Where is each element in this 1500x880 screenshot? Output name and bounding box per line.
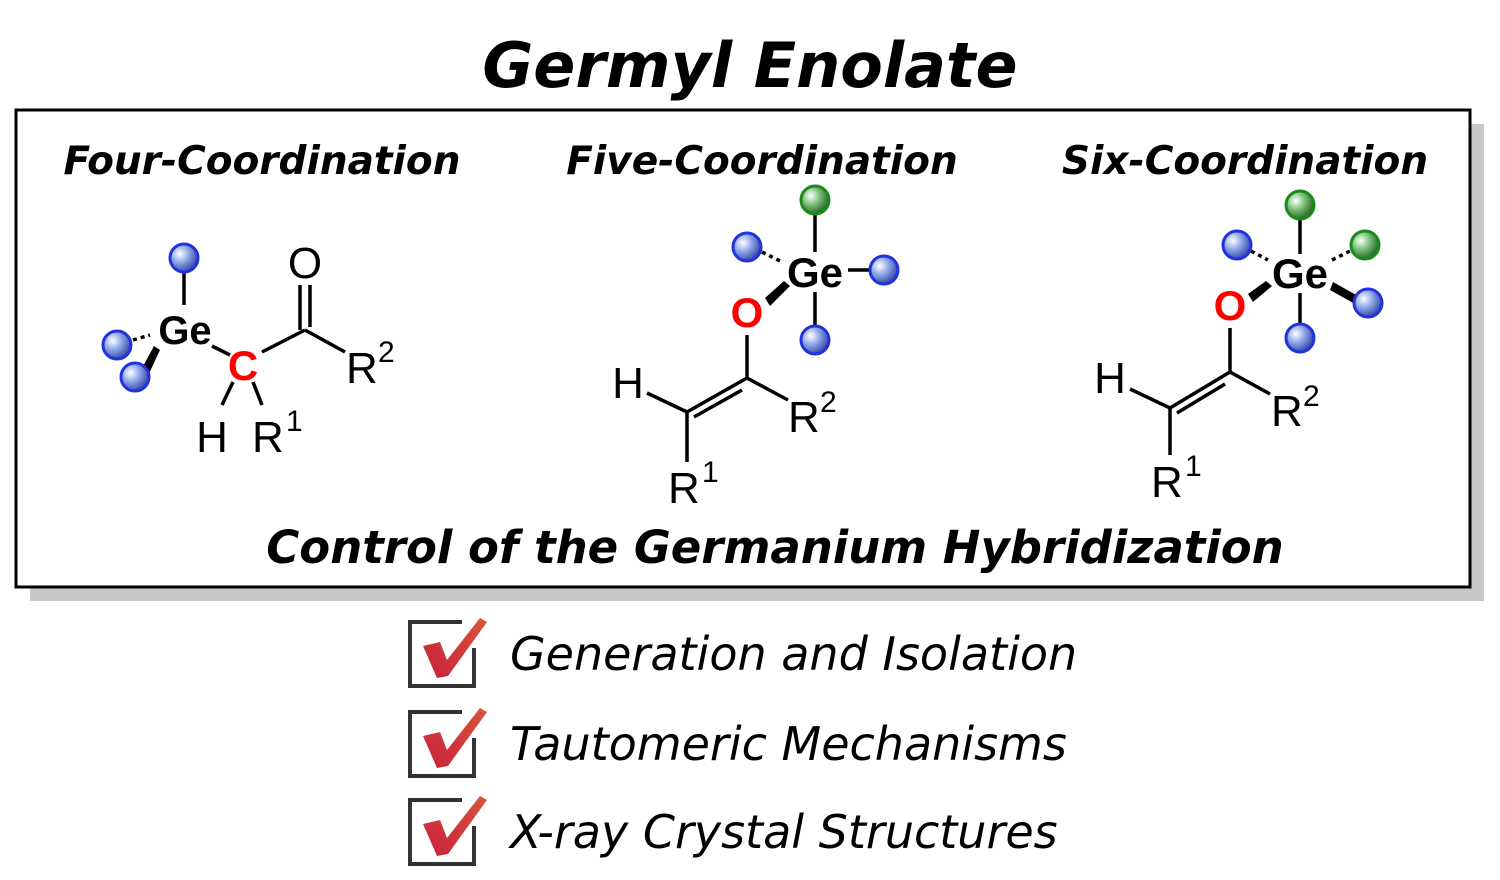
ligand-ball-icon bbox=[1284, 322, 1316, 354]
atom-ge: Ge bbox=[787, 249, 843, 296]
checkbox-icon bbox=[408, 710, 476, 778]
checklist: Generation and Isolation Tautomeric Mech… bbox=[408, 618, 1077, 866]
heading-four-coordination: Four-Coordination bbox=[64, 139, 461, 184]
atom-r1-superscript: 1 bbox=[702, 456, 719, 489]
atom-h: H bbox=[196, 413, 228, 462]
heading-six-coordination: Six-Coordination bbox=[1062, 139, 1428, 184]
checklist-label: Generation and Isolation bbox=[510, 627, 1077, 681]
atom-r1-superscript: 1 bbox=[286, 405, 303, 438]
atom-h: H bbox=[1094, 354, 1126, 403]
checklist-item: X-ray Crystal Structures bbox=[408, 796, 1058, 866]
panel-caption: Control of the Germanium Hybridization bbox=[266, 521, 1283, 574]
ligand-ball-icon bbox=[1221, 229, 1253, 261]
atom-r2: R bbox=[1271, 387, 1303, 436]
checkmark-icon bbox=[423, 708, 487, 768]
structure-six-coordination: Ge O H R 2 R 1 bbox=[1094, 189, 1384, 507]
checkmark-icon bbox=[423, 796, 487, 856]
atom-r1: R bbox=[1151, 458, 1183, 507]
atom-h: H bbox=[612, 359, 644, 408]
checklist-label: Tautomeric Mechanisms bbox=[510, 717, 1067, 771]
ligand-ball-icon bbox=[799, 324, 831, 356]
ligand-ball-icon bbox=[101, 329, 133, 361]
heading-five-coordination: Five-Coordination bbox=[566, 139, 957, 184]
ligand-ball-icon bbox=[1349, 229, 1381, 261]
atom-o-highlight: O bbox=[731, 289, 764, 336]
atom-r2: R bbox=[346, 344, 378, 393]
structure-four-coordination: Ge C O R 2 H R 1 bbox=[101, 239, 395, 462]
panel-box bbox=[14, 108, 1472, 589]
checkbox-icon bbox=[408, 798, 476, 866]
atom-r2-superscript: 2 bbox=[820, 386, 837, 419]
atom-r1: R bbox=[252, 413, 284, 462]
ligand-ball-icon bbox=[1352, 287, 1384, 319]
checklist-label: X-ray Crystal Structures bbox=[508, 805, 1058, 859]
atom-r1: R bbox=[668, 464, 700, 513]
atom-ge: Ge bbox=[1272, 250, 1328, 297]
ligand-ball-icon bbox=[119, 361, 151, 393]
checkbox-icon bbox=[408, 620, 476, 688]
ligand-ball-icon bbox=[799, 184, 831, 216]
ligand-ball-icon bbox=[868, 254, 900, 286]
checklist-item: Tautomeric Mechanisms bbox=[408, 708, 1067, 778]
title: Germyl Enolate bbox=[482, 29, 1017, 102]
checkmark-icon bbox=[423, 618, 487, 678]
atom-c-highlight: C bbox=[228, 342, 258, 389]
checklist-item: Generation and Isolation bbox=[408, 618, 1077, 688]
atom-ge: Ge bbox=[158, 309, 211, 353]
atom-r1-superscript: 1 bbox=[1185, 450, 1202, 483]
ligand-ball-icon bbox=[1284, 189, 1316, 221]
atom-o-highlight: O bbox=[1214, 282, 1247, 329]
atom-r2: R bbox=[788, 393, 820, 442]
atom-o: O bbox=[288, 239, 322, 288]
ligand-ball-icon bbox=[731, 231, 763, 263]
atom-r2-superscript: 2 bbox=[378, 336, 395, 369]
atom-r2-superscript: 2 bbox=[1303, 380, 1320, 413]
structure-five-coordination: Ge O H R 2 R 1 bbox=[612, 184, 900, 513]
ligand-ball-icon bbox=[168, 242, 200, 274]
